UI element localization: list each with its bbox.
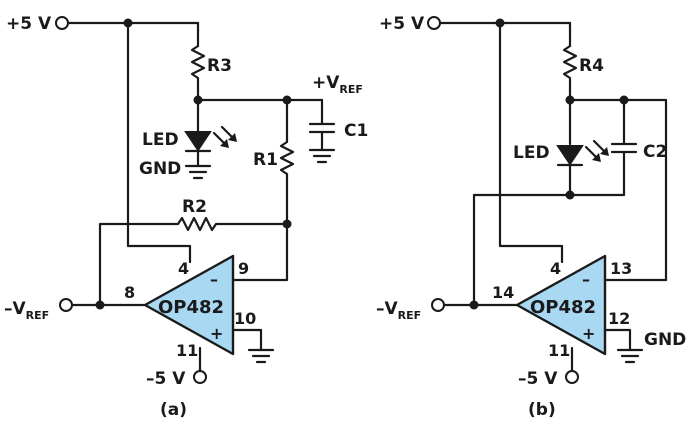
feedback-wire-b <box>568 98 668 282</box>
junction-output-a <box>95 300 105 310</box>
pin-out-b: 14 <box>492 283 514 302</box>
led-b-icon <box>556 145 584 166</box>
pin-vminus-a: 11 <box>176 341 198 360</box>
circuit-b: +5 V R4 C2 LED –VREF <box>376 14 686 420</box>
plus-sign-a: + <box>210 324 223 343</box>
vcc-terminal-b <box>427 16 441 30</box>
noninv-wire-b <box>603 328 632 352</box>
r3-resistor <box>190 21 206 102</box>
r4-resistor <box>562 21 578 102</box>
c1-capacitor <box>308 122 336 134</box>
led-label-b: LED <box>513 143 550 163</box>
vcc-label-a: +5 V <box>6 14 52 34</box>
vref-neg-label-b: –VREF <box>376 299 421 322</box>
r3-label: R3 <box>207 56 232 76</box>
light-emission-icon-b <box>584 139 609 162</box>
pin-vplus-a: 4 <box>178 259 189 278</box>
vcc-label-b: +5 V <box>379 14 425 34</box>
circuit-a: +5 V R3 LED GND +VREF C1 <box>4 14 368 420</box>
noninv-wire-a <box>231 328 263 352</box>
r1-label: R1 <box>253 150 278 170</box>
r2-label: R2 <box>182 197 207 217</box>
pin-noninv-b: 12 <box>608 309 630 328</box>
pin-vminus-b: 11 <box>548 341 570 360</box>
opamp-b <box>515 254 607 356</box>
minus-sign-b: – <box>582 270 590 289</box>
gnd-label-a: GND <box>139 159 181 179</box>
caption-a: (a) <box>160 400 187 420</box>
r4-label: R4 <box>579 56 604 76</box>
r2-resistor <box>98 216 289 307</box>
light-emission-icon-a <box>212 125 237 148</box>
ground-icon-noninv-a <box>247 348 275 364</box>
r1-resistor <box>279 98 295 226</box>
led-label-a: LED <box>142 130 179 150</box>
caption-b: (b) <box>528 400 556 420</box>
opamp-a <box>143 254 235 356</box>
ground-icon-noninv-b <box>616 348 644 364</box>
pin-out-a: 8 <box>124 283 135 302</box>
led-a-icon <box>184 131 212 152</box>
vee-label-a: –5 V <box>146 369 186 389</box>
pin-vplus-b: 4 <box>550 259 561 278</box>
led-to-output-wire-b <box>472 193 572 307</box>
vref-neg-terminal-a <box>59 298 73 312</box>
minus-sign-a: – <box>210 270 218 289</box>
vref-neg-label-a: –VREF <box>4 299 49 322</box>
opamp-label-b: OP482 <box>530 297 596 318</box>
vplus-supply-wire-a <box>126 21 192 264</box>
vee-label-b: –5 V <box>518 369 558 389</box>
gnd-label-b: GND <box>644 330 686 350</box>
c2-capacitor <box>610 142 638 154</box>
ground-icon-c1 <box>308 148 336 164</box>
c1-label: C1 <box>344 121 368 141</box>
vref-neg-terminal-b <box>431 298 445 312</box>
vee-terminal-b <box>565 370 579 384</box>
pin-inv-b: 13 <box>610 259 632 278</box>
junction-output-b <box>469 300 479 310</box>
vplus-supply-wire-b <box>498 21 564 264</box>
vee-terminal-a <box>193 370 207 384</box>
c2-label: C2 <box>643 142 667 162</box>
pin-inv-a: 9 <box>238 259 249 278</box>
c2-bottom-wire <box>568 150 626 197</box>
ground-icon-led-a <box>184 164 212 180</box>
plus-sign-b: + <box>582 324 595 343</box>
inv-input-wire-a <box>231 222 289 282</box>
vref-pos-label-a: +VREF <box>312 73 363 96</box>
opamp-label-a: OP482 <box>158 297 224 318</box>
vcc-terminal-a <box>55 16 69 30</box>
pin-noninv-a: 10 <box>234 309 256 328</box>
